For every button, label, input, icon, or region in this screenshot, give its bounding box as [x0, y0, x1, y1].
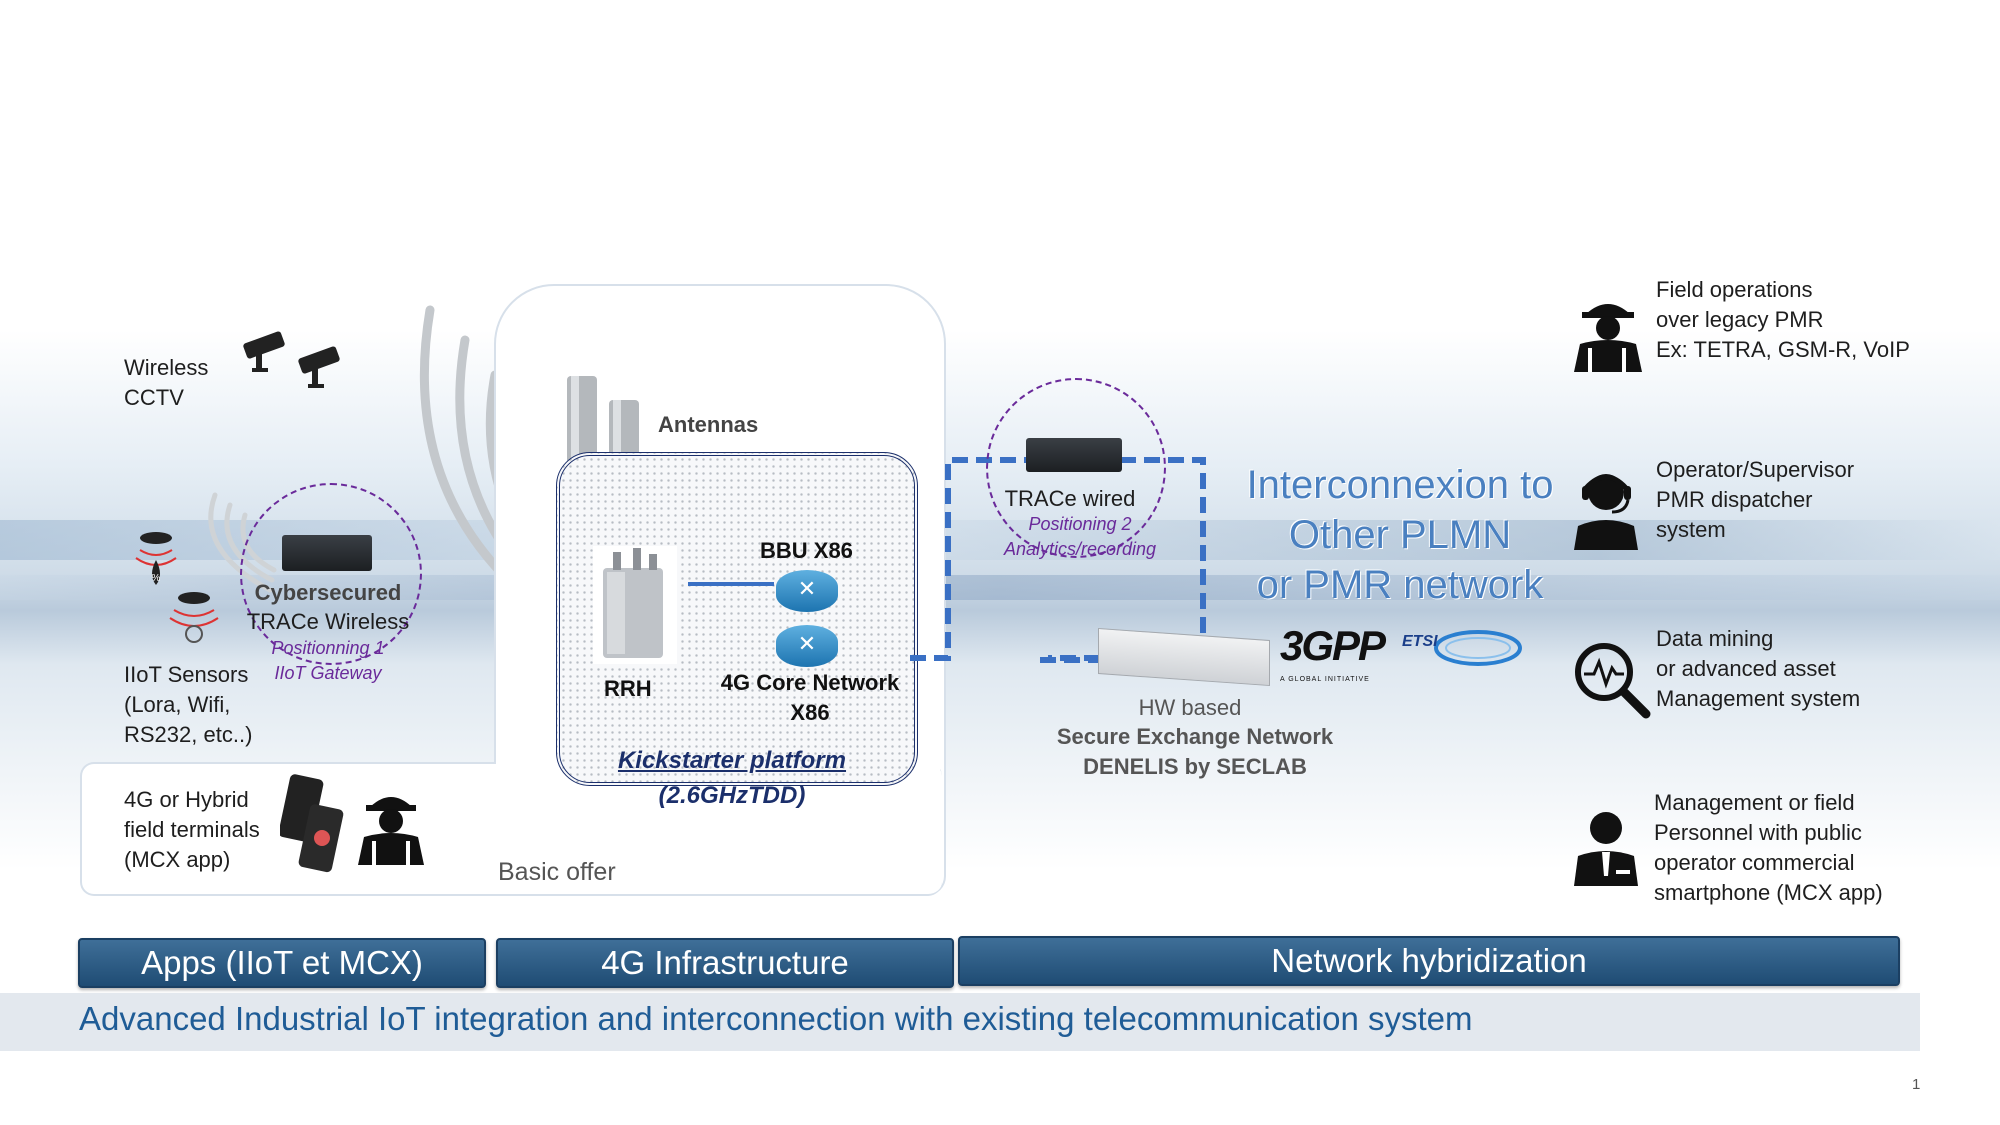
management-label: Management or field Personnel with publi…	[1654, 790, 1883, 905]
svg-text:%: %	[152, 573, 161, 584]
secure-exchange-label: Secure Exchange Network	[1056, 724, 1334, 749]
data-mining-label: Data mining or advanced asset Management…	[1656, 626, 1861, 711]
business-person-icon	[1574, 812, 1638, 886]
field-operations-label: Field operations over legacy PMR Ex: TET…	[1656, 277, 1910, 362]
field-worker-icon	[358, 797, 424, 865]
rrh-device	[593, 546, 677, 664]
page-number: 1	[1912, 1076, 1921, 1093]
kickstarter-label: Kickstarter platform	[617, 747, 847, 774]
bbu-router-icon	[776, 570, 838, 612]
positioning-2-circle	[986, 378, 1166, 558]
iiot-gateway-label: IIoT Gateway	[274, 663, 382, 683]
trace-wireless-label: TRACe Wireless	[246, 609, 410, 634]
denelis-label: DENELIS by SECLAB	[1083, 754, 1307, 779]
smartphone-icon	[280, 774, 344, 873]
hw-based-label: HW based	[1138, 695, 1242, 720]
core-router-icon	[776, 625, 838, 667]
footer-bar	[0, 993, 1920, 1051]
field-worker-icon	[1574, 304, 1642, 372]
interconnexion-title: Interconnexion to Other PLMN or PMR netw…	[1246, 463, 1554, 607]
positioning-1-circle	[240, 483, 422, 665]
footer-caption: Advanced Industrial IoT integration and …	[79, 1000, 1473, 1037]
basic-offer-label: Basic offer	[498, 858, 616, 886]
operator-label: Operator/Supervisor PMR dispatcher syste…	[1656, 457, 1855, 542]
positioning-2-label: Positioning 2	[1028, 514, 1132, 534]
operator-headset-icon	[1574, 474, 1638, 550]
rrh-icon	[603, 548, 663, 658]
cybersecured-label: Cybersecured	[254, 580, 402, 605]
etsi-logo-text: ETSI	[1402, 633, 1438, 650]
analytics-magnifier-icon	[1575, 643, 1651, 719]
rrh-bbu-link	[688, 582, 774, 586]
core-network-label: 4G Core Network X86	[720, 670, 900, 725]
sensor-icon	[169, 592, 219, 643]
3gpp-logo: 3GPP	[1280, 622, 1386, 669]
wireless-cctv-label: Wireless CCTV	[124, 355, 209, 410]
bbu-label: BBU X86	[760, 538, 853, 563]
sensor-icon: %	[135, 532, 177, 585]
dashed-link-lower	[1040, 657, 1100, 663]
iiot-sensors-label: IIoT Sensors (Lora, Wifi, RS232, etc..)	[124, 662, 253, 747]
tab-apps[interactable]: Apps (IIoT et MCX)	[78, 938, 486, 988]
positioning-1-label: Positionning 1	[271, 638, 385, 658]
etsi-logo	[1400, 628, 1526, 668]
3gpp-logo-subtitle: A GLOBAL INITIATIVE	[1280, 676, 1370, 683]
frequency-label: (2.6GHzTDD)	[658, 782, 806, 809]
tab-network-hybridization[interactable]: Network hybridization	[958, 936, 1900, 986]
cctv-camera-icon	[243, 331, 340, 388]
etsi-logo-icon	[1434, 630, 1522, 666]
trace-wired-label: TRACe wired	[1004, 486, 1136, 511]
tab-4g-infrastructure[interactable]: 4G Infrastructure	[496, 938, 954, 988]
rrh-label: RRH	[604, 676, 652, 701]
analytics-label: Analytics/recording	[1003, 539, 1157, 559]
terminals-label: 4G or Hybrid field terminals (MCX app)	[124, 787, 260, 872]
antennas-label: Antennas	[658, 412, 759, 437]
